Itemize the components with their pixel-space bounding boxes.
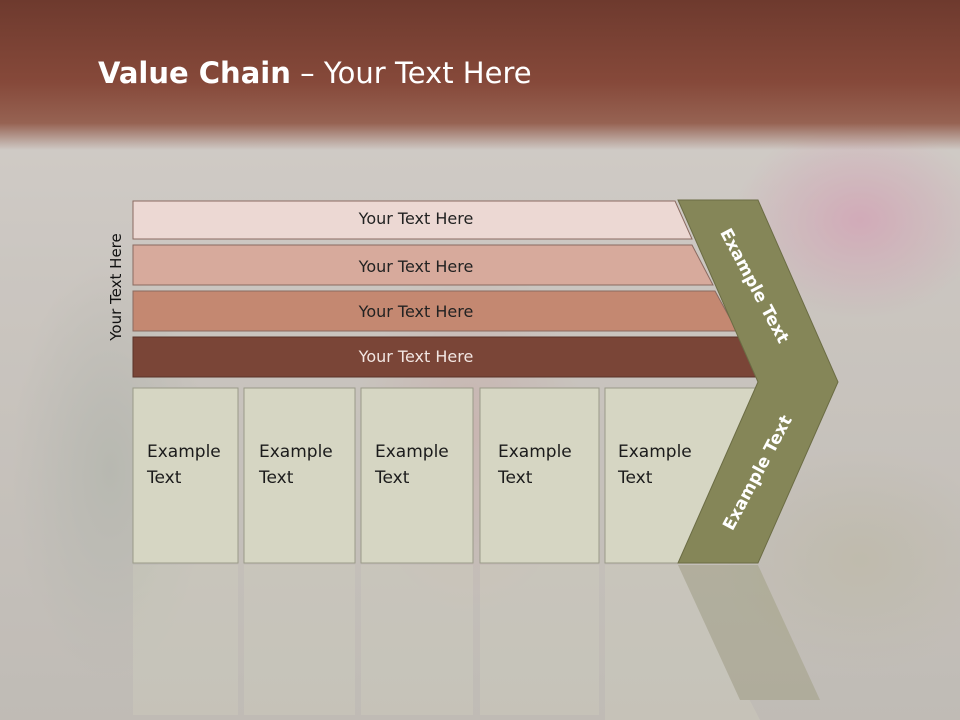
box-2-line-1: Example (259, 442, 333, 462)
box-shape-3 (360, 387, 474, 564)
reflection-box-1 (133, 565, 238, 715)
bar-label-1: Your Text Here (358, 209, 474, 228)
reflection-box-4 (480, 565, 599, 715)
box-4-line-1: Example (498, 442, 572, 462)
box-3-line-1: Example (375, 442, 449, 462)
box-2-line-2: Text (259, 468, 294, 488)
reflection-chevron (678, 565, 820, 700)
reflection-shapes (133, 565, 820, 720)
slide-title: Value Chain – Your Text Here (98, 56, 532, 90)
bar-shape-2 (132, 244, 714, 286)
reflection-box-5 (605, 565, 760, 720)
title-banner (0, 0, 960, 150)
bar-label-2: Your Text Here (358, 257, 474, 276)
reflection-box-2 (244, 565, 355, 715)
box-text-1: Example Text (147, 439, 221, 491)
box-shape-2 (243, 387, 356, 564)
box-shape-4 (479, 387, 600, 564)
boxes-reflection (0, 565, 960, 720)
box-text-3: Example Text (375, 439, 449, 491)
title-separator: – (290, 56, 324, 90)
title-rest: Your Text Here (323, 56, 532, 90)
reflection-box-3 (361, 565, 473, 715)
title-bold: Value Chain (98, 56, 291, 90)
box-3-line-2: Text (375, 468, 410, 488)
box-4-line-2: Text (498, 468, 533, 488)
box-text-4: Example Text (498, 439, 572, 491)
box-1-line-1: Example (147, 442, 221, 462)
bar-label-3: Your Text Here (358, 302, 474, 321)
chevron-arrow (677, 199, 839, 564)
box-1-line-2: Text (147, 468, 182, 488)
bar-shape-1 (132, 200, 693, 240)
box-shape-1 (132, 387, 239, 564)
box-text-5: Example Text (618, 439, 692, 491)
bar-label-4: Your Text Here (358, 347, 474, 366)
box-5-line-2: Text (618, 468, 653, 488)
box-text-2: Example Text (259, 439, 333, 491)
box-5-line-1: Example (618, 442, 692, 462)
